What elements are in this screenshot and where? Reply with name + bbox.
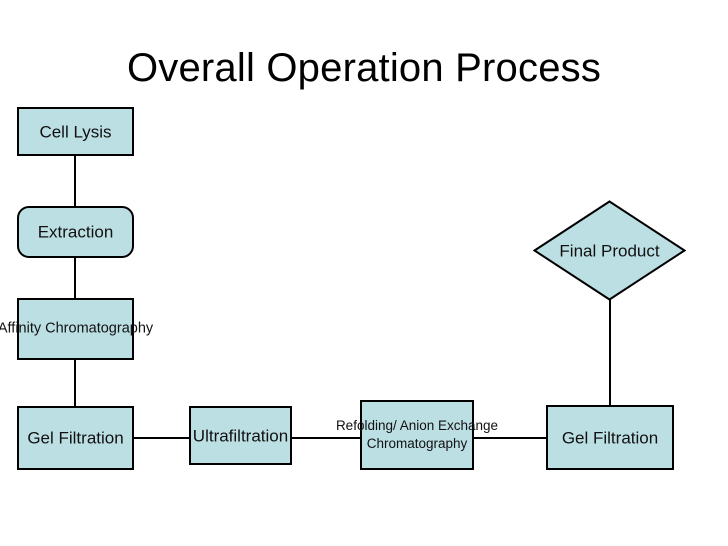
node-extraction[interactable]: Extraction: [17, 206, 134, 258]
node-refolding-anion-exchange-shape: [360, 400, 474, 470]
node-cell-lysis[interactable]: Cell Lysis: [17, 107, 134, 156]
diamond-icon: [533, 200, 686, 301]
node-gel-filtration-right-shape: [546, 405, 674, 470]
page-title: Overall Operation Process: [126, 46, 602, 90]
node-refolding-anion-exchange[interactable]: Refolding/ Anion Exchange Chromatography: [336, 400, 498, 470]
connector-affinity-to-gel-filtration-left: [74, 360, 76, 406]
node-final-product[interactable]: Final Product: [533, 200, 686, 301]
node-cell-lysis-shape: [17, 107, 134, 156]
node-gel-filtration-left[interactable]: Gel Filtration: [17, 406, 134, 470]
connector-gel-filtration-left-to-ultrafiltration: [134, 437, 189, 439]
connector-refolding-to-gel-filtration-right: [473, 437, 546, 439]
connector-extraction-to-affinity: [74, 257, 76, 298]
connector-gel-filtration-right-to-final-product: [609, 300, 611, 405]
node-gel-filtration-right[interactable]: Gel Filtration: [546, 405, 674, 470]
node-ultrafiltration[interactable]: Ultrafiltration: [189, 406, 292, 465]
node-final-product-shape: [533, 200, 686, 301]
connector-ultrafiltration-to-refolding: [291, 437, 360, 439]
node-extraction-shape: [17, 206, 134, 258]
node-affinity-chromatography[interactable]: Affinity Chromatography: [0, 298, 153, 360]
node-gel-filtration-left-shape: [17, 406, 134, 470]
node-affinity-chromatography-shape: [17, 298, 134, 360]
connector-cell-lysis-to-extraction: [74, 155, 76, 207]
node-ultrafiltration-shape: [189, 406, 292, 465]
